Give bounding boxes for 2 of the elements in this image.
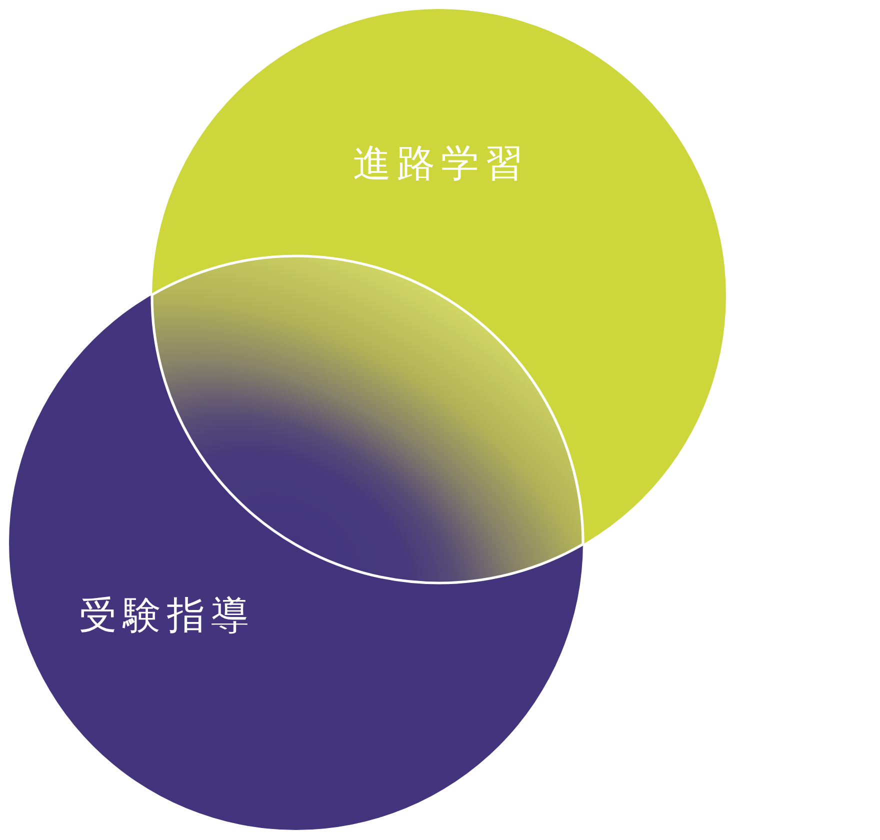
- circle-label: 進路学習: [353, 144, 529, 182]
- circle-label: 受験指導: [79, 596, 255, 634]
